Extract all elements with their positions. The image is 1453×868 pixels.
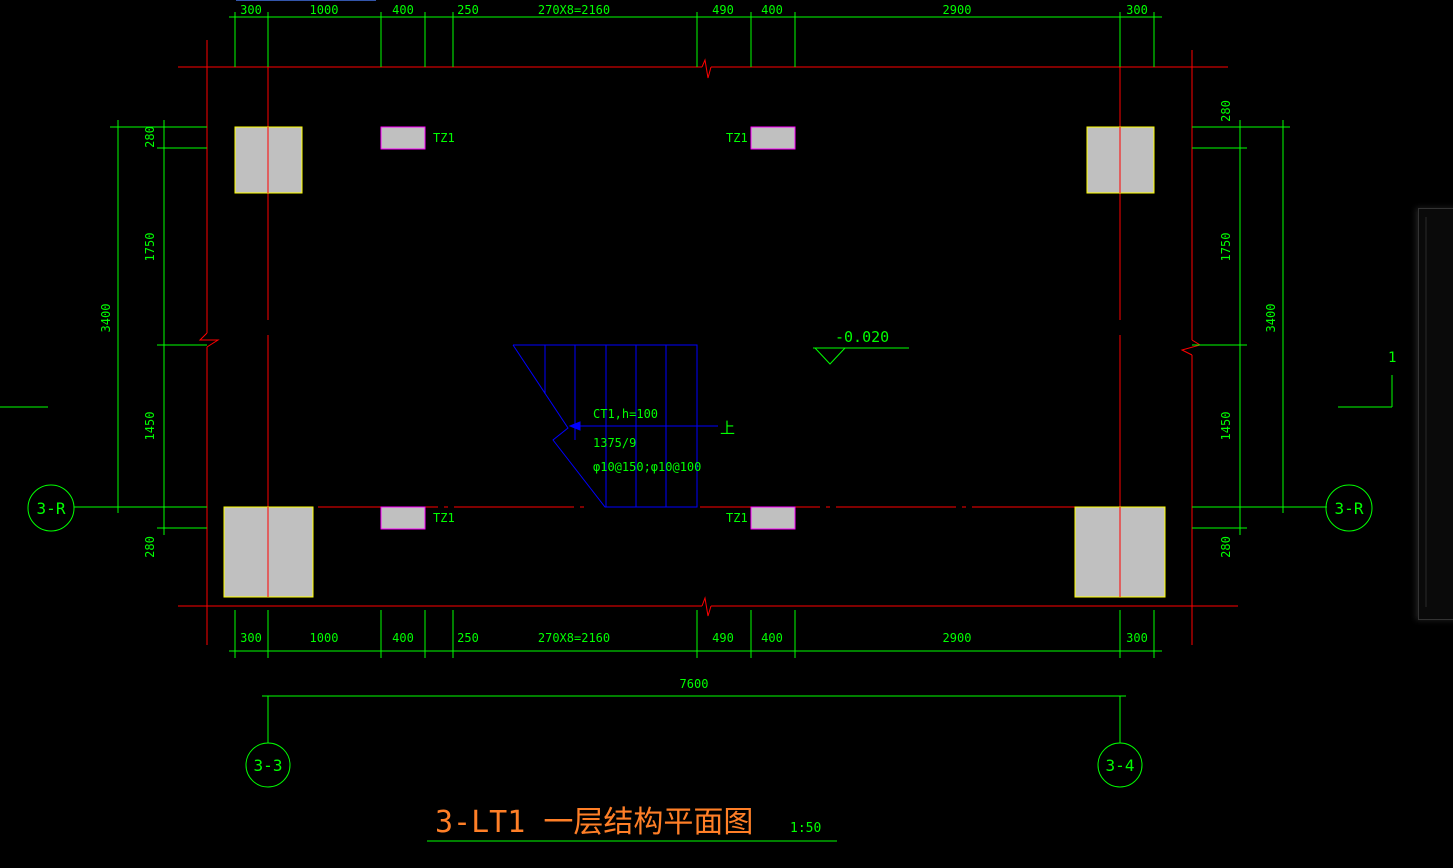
dim-bottom: 490 bbox=[712, 631, 734, 645]
dim-line-top bbox=[229, 12, 1162, 67]
side-marker: 1 bbox=[1388, 350, 1396, 366]
side-panel[interactable] bbox=[1418, 208, 1453, 620]
level-marker bbox=[813, 347, 909, 365]
dim-bottom: 2900 bbox=[943, 631, 972, 645]
dim-top: 1000 bbox=[310, 3, 339, 17]
dim-total-right: 3400 bbox=[1264, 304, 1278, 333]
axis-bubble-row-left bbox=[27, 484, 75, 532]
dim-line-right bbox=[1192, 120, 1393, 535]
dim-right: 280 bbox=[1219, 536, 1233, 558]
dim-top: 400 bbox=[761, 3, 783, 17]
stair-code: CT1,h=100 bbox=[593, 407, 658, 421]
tz-label: TZ1 bbox=[433, 511, 455, 525]
dim-right: 1450 bbox=[1219, 412, 1233, 441]
dim-top: 300 bbox=[1126, 3, 1148, 17]
axis-bubble-col-right bbox=[1097, 742, 1143, 788]
level-value: -0.020 bbox=[835, 328, 889, 346]
dim-bottom: 270X8=2160 bbox=[538, 631, 610, 645]
dim-left: 280 bbox=[143, 536, 157, 558]
tz-column bbox=[750, 126, 796, 150]
dim-total-x: 7600 bbox=[680, 677, 709, 691]
stair-rebar: φ10@150;φ10@100 bbox=[593, 460, 701, 474]
tz-label: TZ1 bbox=[433, 131, 455, 145]
dim-bottom: 300 bbox=[1126, 631, 1148, 645]
axis-label-col-right: 3-4 bbox=[1106, 756, 1135, 775]
axis-bubble-row-right bbox=[1325, 484, 1373, 532]
dim-top: 400 bbox=[392, 3, 414, 17]
tz-column bbox=[380, 126, 426, 150]
axis-label-col-left: 3-3 bbox=[254, 756, 283, 775]
dim-left: 1450 bbox=[143, 412, 157, 441]
stair-steps: 1375/9 bbox=[593, 436, 636, 450]
tz-label: TZ1 bbox=[726, 131, 748, 145]
axis-label-row-right: 3-R bbox=[1335, 499, 1364, 518]
dim-top: 250 bbox=[457, 3, 479, 17]
dim-top: 270X8=2160 bbox=[538, 3, 610, 17]
dim-bottom: 250 bbox=[457, 631, 479, 645]
panel-divider bbox=[1425, 217, 1427, 607]
tz-column bbox=[750, 506, 796, 530]
dim-bottom: 400 bbox=[761, 631, 783, 645]
dim-left: 1750 bbox=[143, 233, 157, 262]
drawing-title: 3-LT1 一层结构平面图 bbox=[435, 805, 753, 840]
dim-left: 280 bbox=[143, 126, 157, 148]
dim-top: 300 bbox=[240, 3, 262, 17]
dim-bottom: 1000 bbox=[310, 631, 339, 645]
axis-label-row-left: 3-R bbox=[37, 499, 66, 518]
axis-bubble-col-left bbox=[245, 742, 291, 788]
dim-right: 1750 bbox=[1219, 233, 1233, 262]
dim-line-bottom bbox=[229, 610, 1162, 697]
tz-column bbox=[380, 506, 426, 530]
stair-symbol bbox=[512, 344, 718, 508]
dim-bottom: 300 bbox=[240, 631, 262, 645]
stair-up-label: 上 bbox=[720, 419, 735, 437]
dim-total-left: 3400 bbox=[99, 304, 113, 333]
dim-right: 280 bbox=[1219, 100, 1233, 122]
dim-bottom: 400 bbox=[392, 631, 414, 645]
dim-top: 2900 bbox=[943, 3, 972, 17]
drawing-scale: 1:50 bbox=[790, 821, 821, 836]
dim-top: 490 bbox=[712, 3, 734, 17]
tz-label: TZ1 bbox=[726, 511, 748, 525]
